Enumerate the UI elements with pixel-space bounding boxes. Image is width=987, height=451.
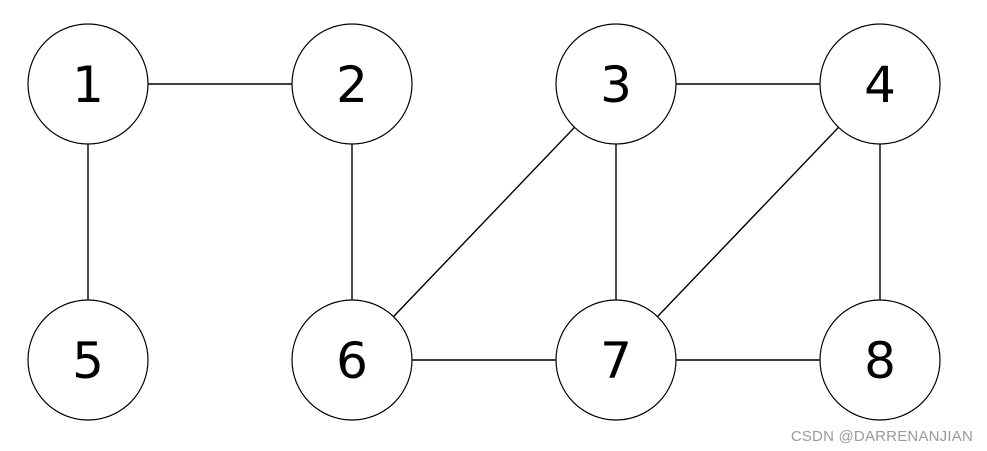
node-circle-2 xyxy=(291,23,413,145)
node-label-8: 8 xyxy=(864,332,896,390)
node-label-4: 4 xyxy=(864,56,896,114)
node-4: 4 xyxy=(819,23,941,145)
node-1: 1 xyxy=(27,23,149,145)
node-circle-7 xyxy=(555,299,677,421)
node-7: 7 xyxy=(555,299,677,421)
nodes-layer: 1 2 3 4 5 6 7 8 xyxy=(27,23,941,421)
node-3: 3 xyxy=(555,23,677,145)
node-circle-8 xyxy=(819,299,941,421)
node-label-7: 7 xyxy=(600,332,632,390)
edges-layer xyxy=(87,83,881,361)
node-circle-6 xyxy=(291,299,413,421)
node-5: 5 xyxy=(27,299,149,421)
node-label-2: 2 xyxy=(336,56,368,114)
node-8: 8 xyxy=(819,299,941,421)
node-circle-4 xyxy=(819,23,941,145)
node-6: 6 xyxy=(291,299,413,421)
node-label-1: 1 xyxy=(72,56,104,114)
node-label-3: 3 xyxy=(600,56,632,114)
watermark-text: CSDN @DARRENANJIAN xyxy=(790,428,973,445)
node-label-6: 6 xyxy=(336,332,368,390)
node-label-5: 5 xyxy=(72,332,104,390)
edge-4-7 xyxy=(615,83,881,361)
node-2: 2 xyxy=(291,23,413,145)
node-circle-3 xyxy=(555,23,677,145)
edge-3-6 xyxy=(351,83,617,361)
node-circle-1 xyxy=(27,23,149,145)
node-circle-5 xyxy=(27,299,149,421)
